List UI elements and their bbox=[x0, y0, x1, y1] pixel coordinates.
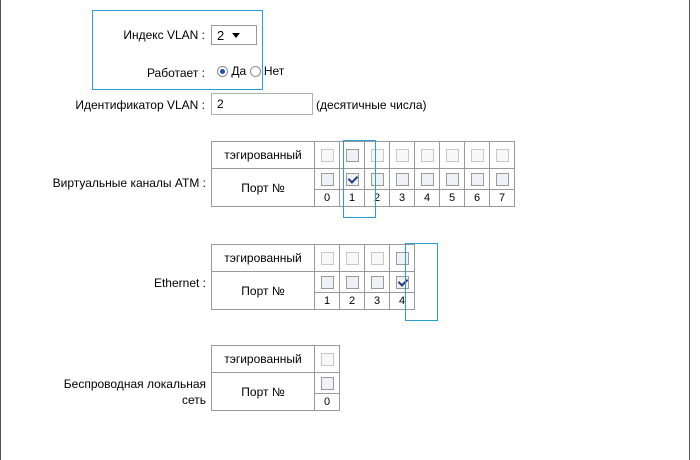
active-radio-group: Да Нет bbox=[217, 64, 284, 78]
wlan-label: Беспроводная локальная сеть bbox=[64, 376, 206, 408]
ethernet-table: тэгированный Порт № 1 2 3 4 bbox=[211, 244, 415, 310]
radio-yes-label: Да bbox=[231, 64, 247, 78]
atm-port-3[interactable] bbox=[395, 173, 409, 187]
atm-port-0[interactable] bbox=[320, 173, 334, 187]
atm-port-cell bbox=[414, 168, 440, 190]
atm-tagged-cell bbox=[314, 141, 340, 169]
ethernet-tagged-3[interactable] bbox=[370, 252, 384, 266]
ethernet-tagged-2[interactable] bbox=[345, 252, 359, 266]
wlan-port-cell bbox=[314, 372, 340, 394]
atm-tagged-3[interactable] bbox=[395, 149, 409, 163]
atm-tagged-cell bbox=[439, 141, 465, 169]
ethernet-port-2[interactable] bbox=[345, 276, 359, 290]
ethernet-port-number: 1 bbox=[314, 292, 340, 310]
wlan-tagged-label: тэгированный bbox=[211, 345, 315, 373]
ethernet-port-1[interactable] bbox=[320, 276, 334, 290]
ethernet-port-cell bbox=[314, 271, 340, 293]
atm-label: Виртуальные каналы ATM : bbox=[52, 176, 206, 190]
wlan-port-label: Порт № bbox=[211, 372, 315, 411]
atm-port-number: 3 bbox=[389, 189, 415, 207]
atm-port-number: 0 bbox=[314, 189, 340, 207]
atm-port-number: 7 bbox=[489, 189, 515, 207]
atm-port-cell bbox=[314, 168, 340, 190]
atm-port-cell bbox=[489, 168, 515, 190]
atm-tagged-cell bbox=[389, 141, 415, 169]
wlan-tagged-cell bbox=[314, 345, 340, 373]
ethernet-tagged-cell bbox=[364, 244, 390, 272]
atm-port-number: 2 bbox=[364, 189, 390, 207]
atm-port-number: 6 bbox=[464, 189, 490, 207]
vlan-id-label: Идентификатор VLAN : bbox=[75, 98, 205, 112]
atm-port-cell bbox=[339, 168, 365, 190]
ethernet-tagged-label: тэгированный bbox=[211, 244, 315, 272]
vlan-index-select[interactable]: 2 bbox=[211, 25, 257, 45]
ethernet-port-label: Порт № bbox=[211, 271, 315, 310]
ethernet-port-number: 4 bbox=[389, 292, 415, 310]
ethernet-tagged-1[interactable] bbox=[320, 252, 334, 266]
atm-port-5[interactable] bbox=[445, 173, 459, 187]
atm-port-6[interactable] bbox=[470, 173, 484, 187]
atm-port-7[interactable] bbox=[495, 173, 509, 187]
right-border bbox=[689, 0, 690, 460]
atm-port-cell bbox=[364, 168, 390, 190]
atm-port-4[interactable] bbox=[420, 173, 434, 187]
atm-tagged-0[interactable] bbox=[320, 149, 334, 163]
vlan-id-hint: (десятичные числа) bbox=[316, 98, 427, 112]
atm-tagged-cell bbox=[489, 141, 515, 169]
radio-no-label: Нет bbox=[263, 64, 285, 78]
vlan-id-input[interactable]: 2 bbox=[211, 93, 313, 115]
left-border bbox=[0, 0, 1, 460]
highlight-box-vlan bbox=[92, 10, 263, 90]
atm-tagged-5[interactable] bbox=[445, 149, 459, 163]
vlan-index-value: 2 bbox=[217, 27, 225, 43]
wlan-label-line1: Беспроводная локальная bbox=[63, 377, 206, 391]
ethernet-label: Ethernet : bbox=[153, 276, 206, 290]
chevron-down-icon bbox=[232, 32, 241, 38]
atm-table: тэгированный Порт № 0 1 2 3 4 5 6 7 bbox=[211, 141, 515, 207]
atm-port-label: Порт № bbox=[211, 168, 315, 207]
atm-port-number: 5 bbox=[439, 189, 465, 207]
wlan-label-line2: сеть bbox=[181, 393, 206, 407]
atm-tagged-4[interactable] bbox=[420, 149, 434, 163]
atm-tagged-2[interactable] bbox=[370, 149, 384, 163]
atm-port-1[interactable] bbox=[345, 173, 359, 187]
ethernet-port-number: 2 bbox=[339, 292, 365, 310]
vlan-index-label: Индекс VLAN : bbox=[123, 28, 205, 42]
atm-tagged-1[interactable] bbox=[345, 149, 359, 163]
highlight-box-ethernet-port bbox=[405, 243, 438, 321]
atm-tagged-cell bbox=[464, 141, 490, 169]
atm-port-cell bbox=[464, 168, 490, 190]
atm-port-number: 4 bbox=[414, 189, 440, 207]
atm-tagged-6[interactable] bbox=[470, 149, 484, 163]
active-label: Работает : bbox=[146, 66, 205, 80]
atm-tagged-label: тэгированный bbox=[211, 141, 315, 169]
ethernet-port-number: 3 bbox=[364, 292, 390, 310]
ethernet-tagged-cell bbox=[314, 244, 340, 272]
radio-no[interactable] bbox=[249, 66, 261, 78]
wlan-port-number: 0 bbox=[314, 393, 340, 411]
highlight-box-atm-port bbox=[343, 140, 376, 218]
wlan-table: тэгированный Порт № 0 bbox=[211, 345, 340, 411]
wlan-port-0[interactable] bbox=[320, 377, 334, 391]
atm-port-cell bbox=[439, 168, 465, 190]
atm-port-2[interactable] bbox=[370, 173, 384, 187]
ethernet-tagged-cell bbox=[339, 244, 365, 272]
ethernet-port-cell bbox=[364, 271, 390, 293]
ethernet-port-3[interactable] bbox=[370, 276, 384, 290]
ethernet-port-cell bbox=[339, 271, 365, 293]
radio-yes[interactable] bbox=[217, 66, 228, 78]
atm-port-cell bbox=[389, 168, 415, 190]
atm-tagged-7[interactable] bbox=[495, 149, 509, 163]
wlan-tagged-0[interactable] bbox=[320, 353, 334, 367]
atm-tagged-cell bbox=[414, 141, 440, 169]
